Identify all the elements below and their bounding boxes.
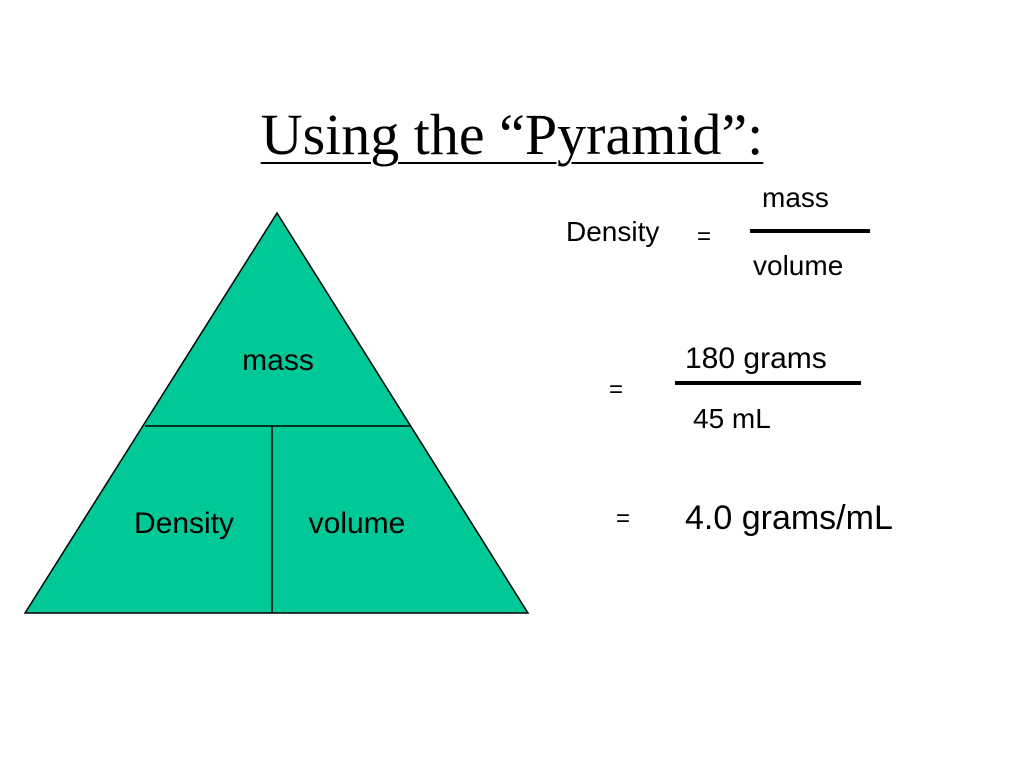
pyramid-label-volume: volume [309, 507, 406, 540]
substitution-denominator: 45 mL [693, 403, 771, 434]
formula-denominator: volume [753, 250, 844, 281]
pyramid-label-mass: mass [242, 344, 314, 377]
formula-numerator: mass [762, 182, 829, 213]
slide-title-text: Using the “Pyramid”: [260, 102, 764, 167]
substitution-equals: = [609, 376, 624, 403]
formula-fraction-bar [750, 229, 870, 233]
pyramid-label-density: Density [134, 507, 234, 540]
substitution-fraction-bar [675, 381, 861, 385]
slide-title: Using the “Pyramid”: [0, 100, 1024, 170]
formula-equals: = [697, 223, 712, 250]
substitution-numerator: 180 grams [685, 342, 827, 375]
pyramid-triangle [23, 211, 530, 614]
formula-lhs: Density [566, 216, 660, 247]
result-equals: = [616, 505, 631, 532]
result-value: 4.0 grams/mL [685, 499, 893, 537]
